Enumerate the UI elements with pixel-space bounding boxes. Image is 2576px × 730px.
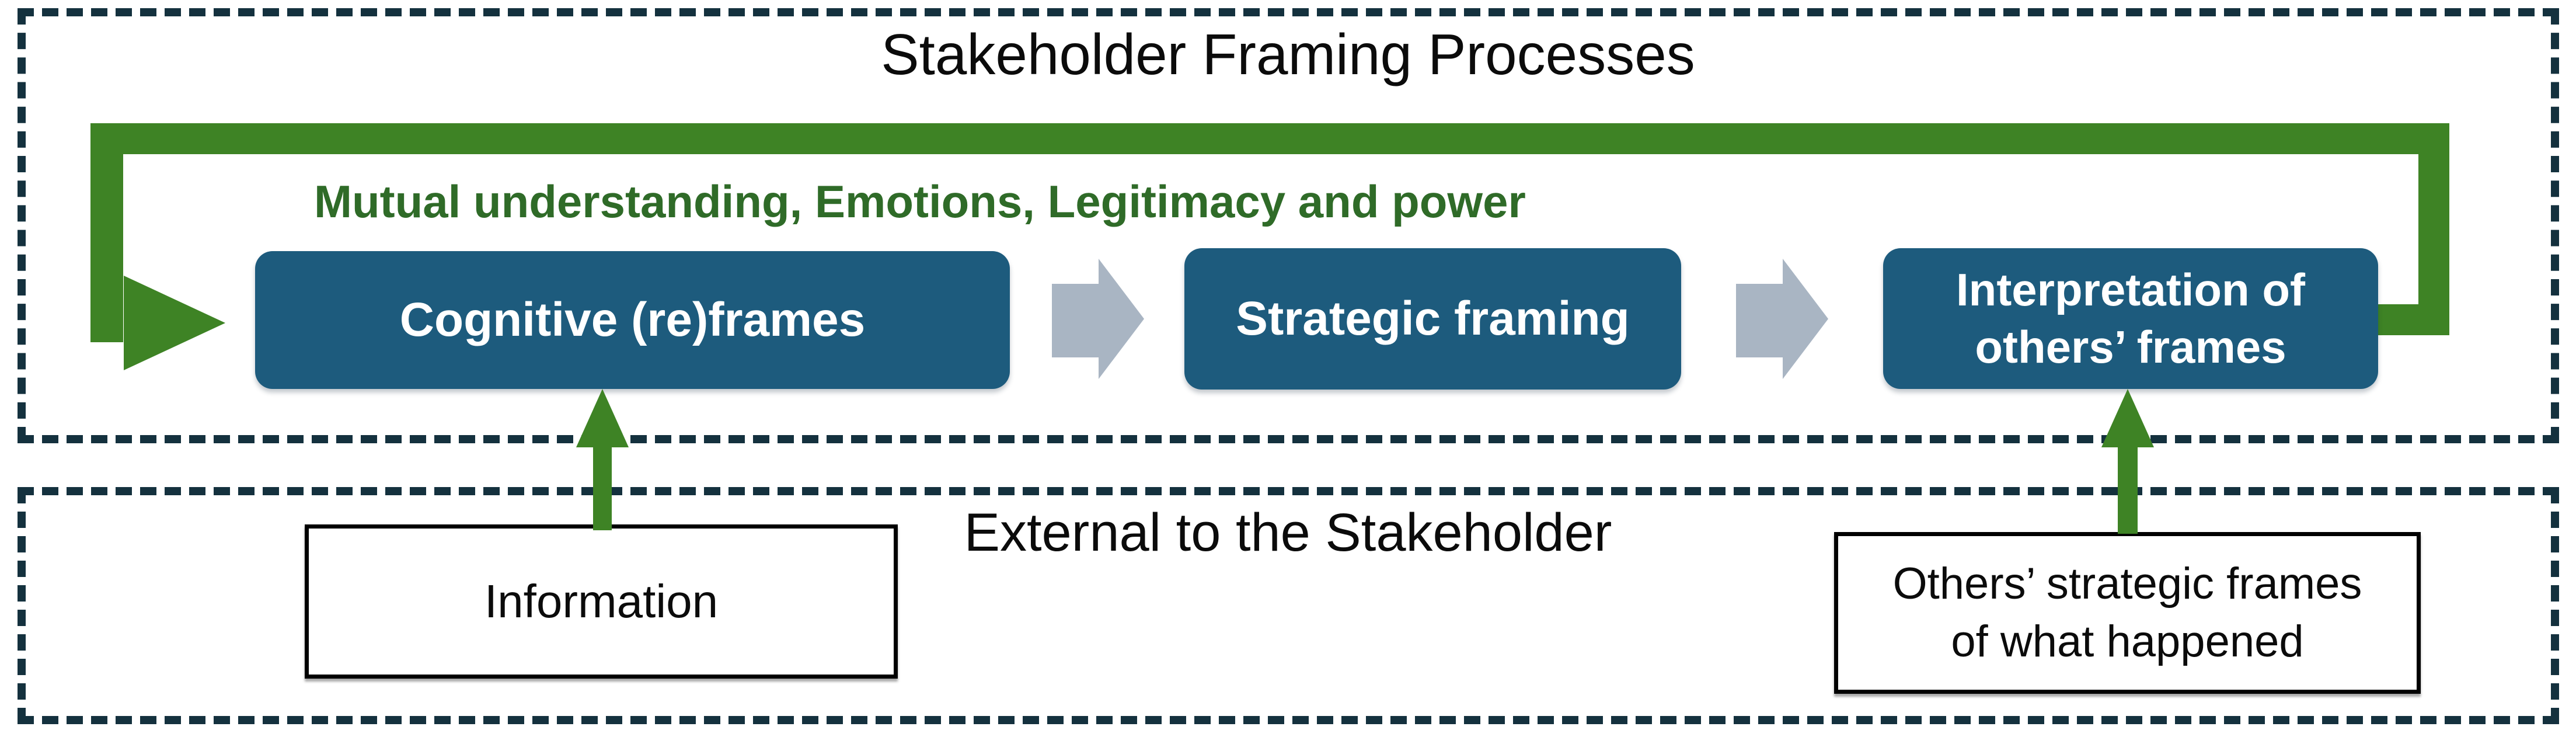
process-box-interpretation-of-others-frames: Interpretation of others’ frames [1883,248,2378,389]
external-box-label: Information [484,575,719,627]
flow-arrow-2-head-icon [1783,259,1828,379]
information-arrow-head-icon [576,389,629,447]
external-frame [18,487,2559,724]
process-box-label: Cognitive (re)frames [399,293,866,346]
feedback-loop-arrowhead-icon [124,276,225,370]
feedback-loop-label: Mutual understanding, Emotions, Legitima… [314,176,1526,227]
process-box-label: Strategic framing [1236,292,1630,345]
external-box-label-line-2: of what happened [1951,616,2304,666]
process-box-label-line-2: others’ frames [1975,321,2286,373]
others-frames-arrow-head-icon [2101,389,2154,447]
bottom-section-title: External to the Stakeholder [964,503,1612,562]
external-box-information: Information [305,524,898,679]
flow-arrow-1-tail [1052,284,1099,357]
feedback-loop-left-bar [90,123,123,342]
others-frames-arrow-shaft [2118,445,2138,534]
information-arrow-shaft [593,445,612,530]
feedback-loop-right-stub [2378,304,2449,335]
external-box-others-strategic-frames: Others’ strategic frames of what happene… [1834,532,2421,694]
flow-arrow-1-head-icon [1099,259,1144,379]
stakeholder-processes-frame [18,8,2559,443]
top-section-title: Stakeholder Framing Processes [881,22,1695,86]
external-box-label-line-1: Others’ strategic frames [1892,558,2362,609]
feedback-loop-right-bar [2418,123,2449,335]
flow-arrow-2-tail [1736,284,1783,357]
process-box-strategic-framing: Strategic framing [1184,248,1681,390]
process-box-label-line-1: Interpretation of [1956,264,2305,315]
feedback-loop-top-bar [90,123,2449,154]
process-box-cognitive-reframes: Cognitive (re)frames [255,251,1010,389]
